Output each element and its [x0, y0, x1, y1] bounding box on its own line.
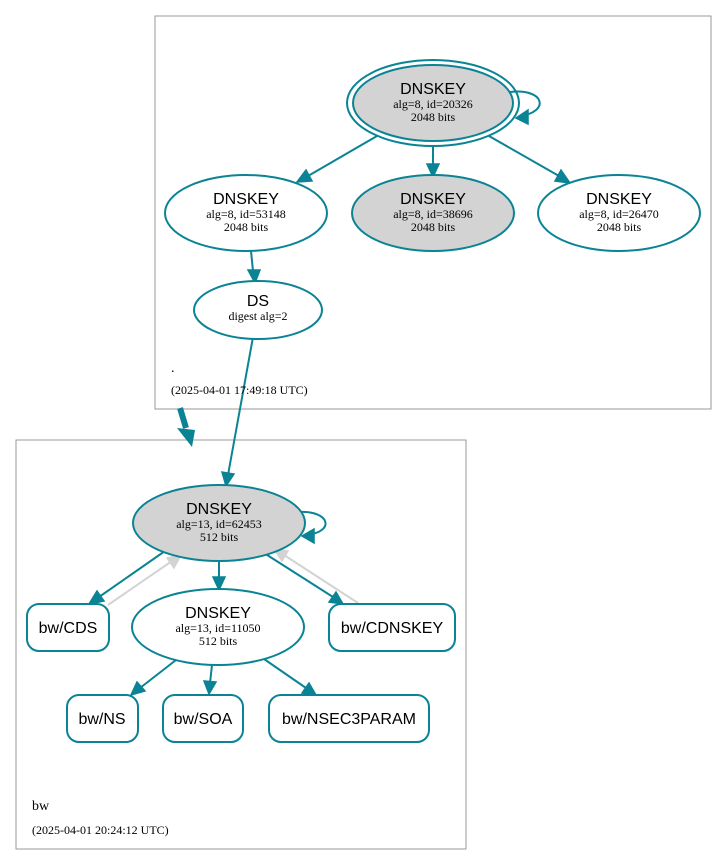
node-label: bw/SOA: [174, 711, 233, 728]
edge-bw-ksk-self: [297, 510, 327, 545]
node-label: bw/NSEC3PARAM: [282, 711, 416, 728]
node-type: DS: [247, 293, 269, 310]
edge-ds-bw-ksk: [220, 336, 254, 488]
node-label: bw/CDS: [39, 620, 98, 637]
node-size: 2048 bits: [597, 220, 642, 234]
node-type: DNSKEY: [185, 605, 251, 622]
node-bw-ns[interactable]: bw/NS: [66, 694, 139, 743]
edge-bw-zsk-nsec3param: [263, 658, 318, 696]
edge-root-ksk-zsk2: [488, 135, 572, 184]
node-ds[interactable]: DS digest alg=2: [193, 280, 323, 340]
node-label: bw/NS: [78, 711, 125, 728]
node-bw-zsk-11050[interactable]: DNSKEY alg=13, id=11050 512 bits: [131, 588, 305, 666]
node-size: 2048 bits: [411, 110, 456, 124]
edge-bw-ksk-zsk: [211, 561, 227, 592]
edge-zsk1-ds: [246, 250, 262, 285]
zone-bw-cluster: [15, 439, 467, 850]
node-bw-cdnskey[interactable]: bw/CDNSKEY: [328, 603, 456, 652]
zone-root-name: .: [171, 361, 175, 376]
edge-root-ksk-self: [509, 90, 541, 126]
edge-bw-zsk-ns: [129, 659, 177, 697]
node-root-zsk-26470[interactable]: DNSKEY alg=8, id=26470 2048 bits: [537, 174, 701, 252]
node-bw-ksk-62453[interactable]: DNSKEY alg=13, id=62453 512 bits: [132, 484, 306, 562]
node-type: DNSKEY: [213, 191, 279, 208]
node-bw-cds[interactable]: bw/CDS: [26, 603, 110, 652]
edge-root-ksk-zsk1: [295, 135, 378, 183]
zone-bw-timestamp: (2025-04-01 20:24:12 UTC): [32, 823, 169, 837]
node-details: alg=8, id=38696: [393, 207, 473, 221]
node-root-zsk-53148[interactable]: DNSKEY alg=8, id=53148 2048 bits: [164, 174, 328, 252]
node-type: DNSKEY: [400, 191, 466, 208]
node-type: DNSKEY: [400, 81, 466, 98]
node-root-ksk-20326[interactable]: DNSKEY alg=8, id=20326 2048 bits: [346, 59, 520, 147]
edge-bw-ksk-cdnskey: [263, 552, 345, 605]
node-root-ksk-38696[interactable]: DNSKEY alg=8, id=38696 2048 bits: [351, 174, 515, 252]
node-label: bw/CDNSKEY: [341, 620, 444, 637]
edge-cdnskey-bw-ksk: [272, 548, 359, 604]
node-details: alg=8, id=53148: [206, 207, 286, 221]
zone-root-cluster: [154, 15, 712, 410]
delegation-arrow: [177, 407, 195, 447]
node-details: alg=8, id=26470: [579, 207, 659, 221]
node-type: DNSKEY: [186, 501, 252, 518]
node-size: 512 bits: [199, 634, 238, 648]
edge-bw-zsk-soa: [202, 664, 218, 696]
node-details: alg=13, id=62453: [176, 517, 262, 531]
node-details: alg=8, id=20326: [393, 97, 473, 111]
edge-bw-ksk-cds: [87, 550, 166, 606]
node-bw-soa[interactable]: bw/SOA: [162, 694, 244, 743]
edge-root-ksk-ksk2: [425, 147, 441, 179]
zone-root-timestamp: (2025-04-01 17:49:18 UTC): [171, 383, 308, 397]
zone-bw-name: bw: [32, 799, 50, 814]
node-size: 512 bits: [200, 530, 239, 544]
node-size: 2048 bits: [411, 220, 456, 234]
node-details: alg=13, id=11050: [175, 621, 260, 635]
node-bw-nsec3param[interactable]: bw/NSEC3PARAM: [268, 694, 430, 743]
node-details: digest alg=2: [228, 309, 287, 323]
node-type: DNSKEY: [586, 191, 652, 208]
node-size: 2048 bits: [224, 220, 269, 234]
